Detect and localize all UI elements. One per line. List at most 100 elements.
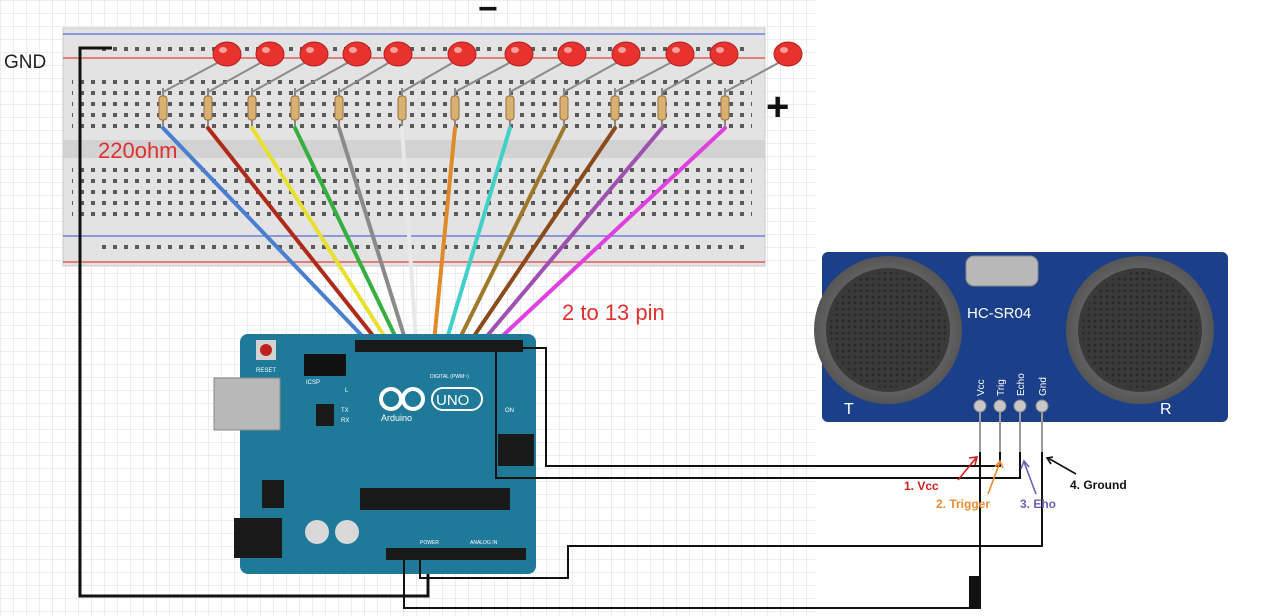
resistor <box>450 95 460 121</box>
jumper-wire <box>337 126 408 344</box>
led-highlight <box>262 47 270 53</box>
brand-label: Arduino <box>381 413 412 423</box>
led <box>665 41 695 67</box>
resistor <box>657 95 667 121</box>
rx-label: RX <box>341 418 349 424</box>
resistor-label: 220ohm <box>98 138 178 163</box>
jumper-wire <box>206 126 380 344</box>
minus-label: − <box>478 0 498 28</box>
analog-label: ANALOG IN <box>470 540 498 546</box>
led-leg <box>251 61 307 93</box>
resistor-row <box>158 88 730 130</box>
led <box>383 41 413 67</box>
resistor <box>334 95 344 121</box>
jumper-wire <box>456 126 566 344</box>
led-highlight <box>349 47 357 53</box>
sensor-pin-header: Vcc Trig Echo Gnd <box>973 373 1049 452</box>
ground-pad <box>969 576 979 608</box>
resistor <box>610 95 620 121</box>
led-leg <box>661 61 717 93</box>
led-highlight <box>716 47 724 53</box>
icsp-label: ICSP <box>306 380 320 386</box>
sensor-pin-label: Trig <box>996 379 1007 396</box>
power-label: POWER <box>420 540 439 546</box>
gnd-label: GND <box>4 52 46 73</box>
led-highlight <box>219 47 227 53</box>
led <box>342 41 372 67</box>
led-highlight <box>564 47 572 53</box>
jumper-wire <box>250 126 390 344</box>
callout-echo: 3. Eho <box>1020 497 1056 511</box>
led <box>255 41 285 67</box>
led-leg <box>454 61 512 93</box>
gnd-wire <box>78 46 430 598</box>
jumper-wire <box>293 126 400 344</box>
callout-arrows <box>957 456 1077 495</box>
led-highlight <box>618 47 626 53</box>
led-leg <box>207 61 263 93</box>
digital-label: DIGITAL (PWM~) <box>430 374 469 380</box>
sensor-pin <box>1013 399 1027 413</box>
pin-range-label: 2 to 13 pin <box>562 300 665 325</box>
resistor <box>158 95 168 121</box>
jumper-wire <box>400 126 418 344</box>
resistor <box>290 95 300 121</box>
jumper-wire <box>432 126 457 344</box>
led-highlight <box>454 47 462 53</box>
led <box>773 41 803 67</box>
sensor-pin-label: Echo <box>1016 373 1027 396</box>
led <box>709 41 739 67</box>
led-leg <box>162 61 220 93</box>
led-highlight <box>390 47 398 53</box>
plus-label: + <box>766 85 789 129</box>
resistor <box>720 95 730 121</box>
sensor-pin-label: Gnd <box>1038 377 1049 396</box>
callout-vcc: 1. Vcc <box>904 479 939 493</box>
led-leg <box>724 61 781 93</box>
sensor-t-label: T <box>844 401 854 418</box>
led-leg <box>509 61 565 93</box>
sensor-pin <box>973 399 987 413</box>
jumper-wire <box>468 126 617 344</box>
led-highlight <box>306 47 314 53</box>
resistor <box>203 95 213 121</box>
led-highlight <box>672 47 680 53</box>
sensor-wires <box>403 347 1043 609</box>
led <box>611 41 641 67</box>
arduino-logo <box>379 387 483 411</box>
on-label: ON <box>505 408 514 414</box>
resistor <box>247 95 257 121</box>
resistor <box>397 95 407 121</box>
led-row <box>162 41 803 93</box>
jumper-wire <box>444 126 512 344</box>
jumper-wire <box>494 126 727 344</box>
led <box>299 41 329 67</box>
led <box>212 41 242 67</box>
callout-trigger: 2. Trigger <box>936 497 990 511</box>
led-highlight <box>780 47 788 53</box>
sensor-r-label: R <box>1160 401 1172 418</box>
resistor <box>559 95 569 121</box>
led-leg <box>401 61 455 93</box>
led-leg <box>563 61 619 93</box>
tx-label: TX <box>341 408 349 414</box>
sensor-pin <box>993 399 1007 413</box>
resistor <box>505 95 515 121</box>
led-leg <box>294 61 350 93</box>
jumper-wire <box>161 126 370 344</box>
jumper-wires <box>161 126 727 344</box>
arduino-uno-board: RESET ICSP UNO Arduino L TX RX ON DIGITA… <box>213 334 536 574</box>
jumper-wire <box>480 126 664 344</box>
led <box>504 41 534 67</box>
led <box>557 41 587 67</box>
led <box>447 41 477 67</box>
led-highlight <box>511 47 519 53</box>
sensor-pin-label: Vcc <box>976 379 987 396</box>
l-label: L <box>345 388 349 394</box>
led-leg <box>338 61 391 93</box>
led-leg <box>614 61 673 93</box>
reset-label: RESET <box>256 368 276 374</box>
uno-label: UNO <box>436 392 469 409</box>
